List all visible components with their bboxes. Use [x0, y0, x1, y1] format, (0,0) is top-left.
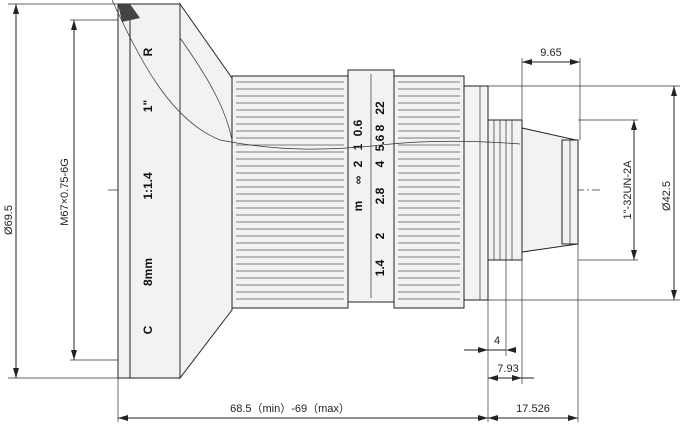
dim-flange-793: 7.93 [487, 260, 534, 384]
dim-filter-thread: M67×0.75-6G [59, 19, 118, 361]
fstop-2: 2 [373, 232, 387, 239]
dim-rear-top-width-label: 9.65 [540, 47, 561, 59]
marking-c: C [141, 325, 155, 334]
focus-2: 2 [351, 160, 365, 167]
dim-flange-4: 4 [464, 260, 516, 356]
dim-length-label: 68.5（min）-69（max） [230, 402, 350, 415]
front-knurled-ring [231, 75, 349, 309]
dim-overall-diameter-label: Ø69.5 [3, 205, 15, 235]
dim-filter-thread-label: M67×0.75-6G [59, 158, 71, 226]
dim-flange-793-label: 7.93 [497, 363, 518, 375]
dim-length: 68.5（min）-69（max） [117, 378, 489, 422]
focus-06: 0.6 [351, 119, 365, 136]
fstop-14: 1.4 [373, 259, 387, 276]
dim-rear-diameter-label: Ø42.5 [661, 181, 673, 211]
front-hood [117, 2, 233, 380]
c-mount [487, 119, 579, 261]
fstop-568: 5.6 8 [373, 124, 387, 151]
focus-1: 1 [351, 143, 365, 150]
dim-rear-top-width: 9.65 [521, 47, 581, 140]
rear-knurled-ring [393, 75, 465, 309]
dim-rear-diameter: Ø42.5 [488, 85, 680, 301]
fstop-22: 22 [373, 101, 387, 115]
marking-format: 1" [141, 100, 155, 112]
dim-overall-diameter: Ø69.5 [3, 3, 118, 379]
focus-inf: ∞ [351, 176, 365, 185]
dim-back-focus: 17.526 [488, 244, 579, 422]
barrel-markings: C 8mm 1:1.4 1" R [141, 47, 155, 334]
dim-mount-thread: 1"-32UN-2A [578, 119, 638, 261]
marking-r: R [141, 47, 155, 56]
rear-body [463, 85, 489, 301]
dim-mount-thread-label: 1"-32UN-2A [622, 160, 634, 220]
marking-aperture: 1:1.4 [141, 172, 155, 200]
marking-focal: 8mm [141, 258, 155, 286]
focus-m-label: m [351, 201, 365, 212]
dim-back-focus-label: 17.526 [516, 403, 550, 415]
scale-ring: m 0.6 1 2 ∞ 22 5.6 8 4 2.8 2 1.4 [347, 69, 395, 303]
dim-flange-4-label: 4 [494, 335, 500, 347]
fstop-28: 2.8 [373, 187, 387, 204]
fstop-4: 4 [373, 160, 387, 167]
